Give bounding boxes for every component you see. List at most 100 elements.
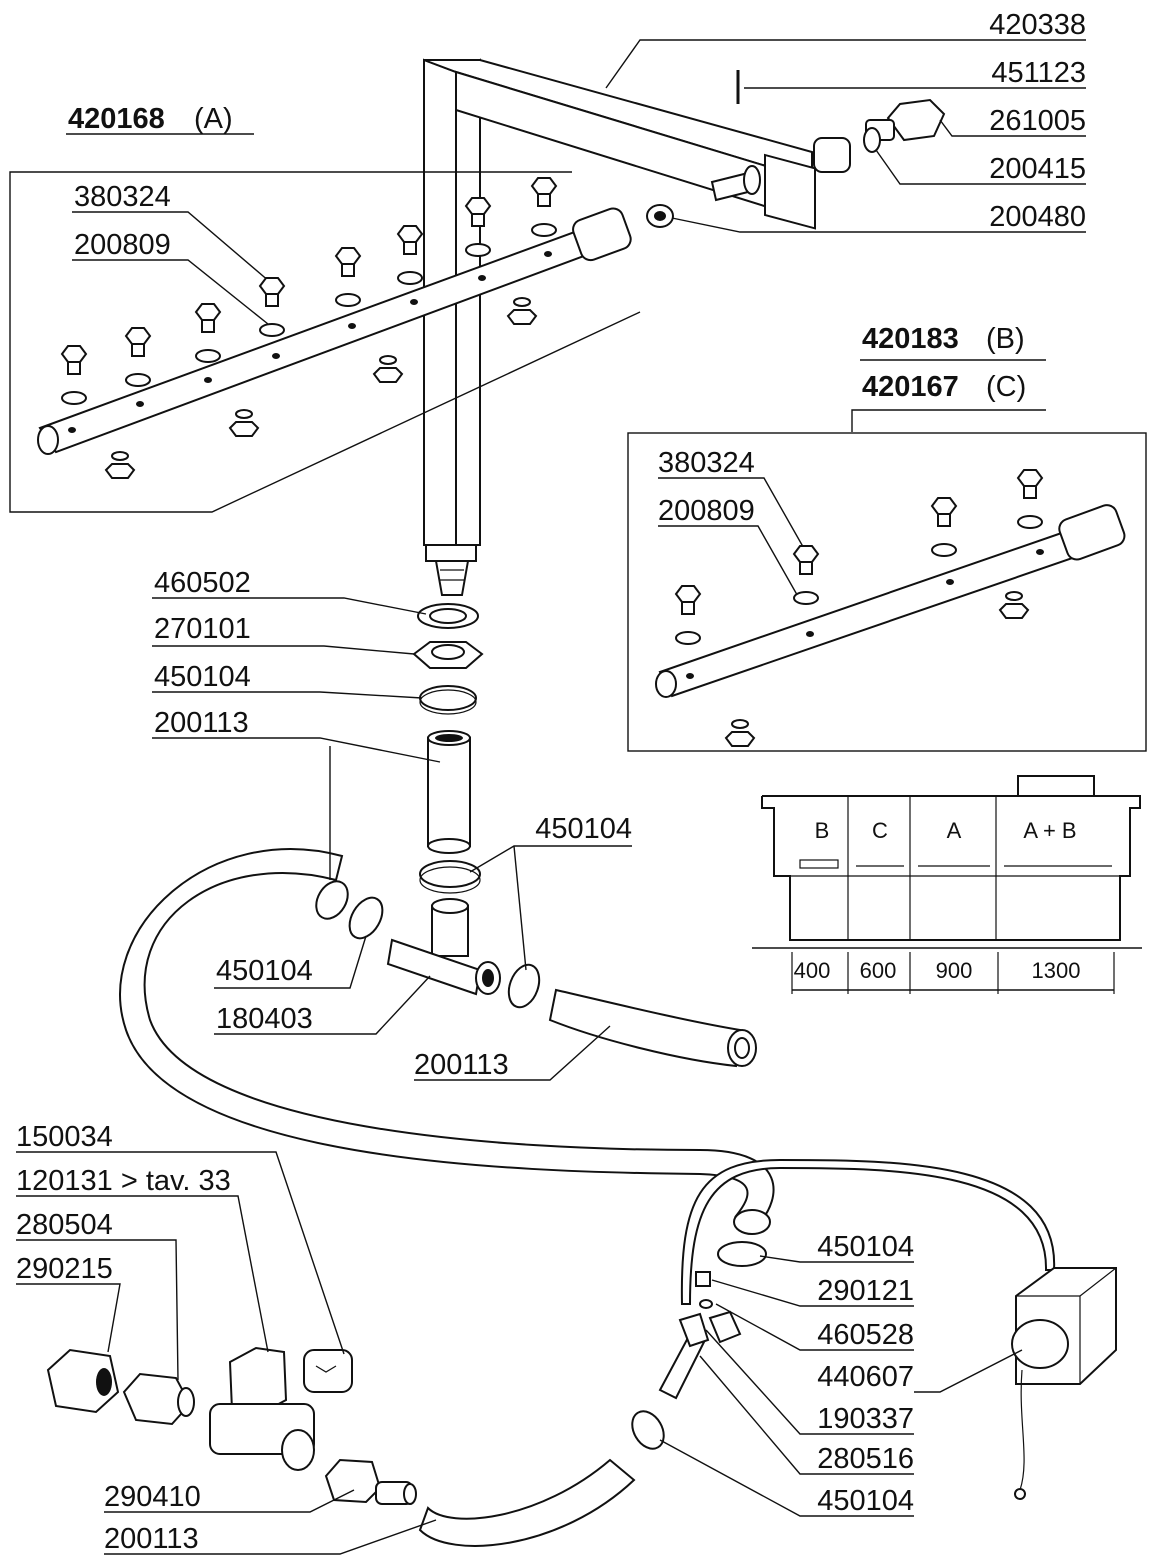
label-bc-200809: 200809 (658, 495, 755, 527)
label-261005: 261005 (989, 105, 1086, 137)
label-200113-a: 200113 (154, 707, 249, 739)
machine-section-c: C (872, 818, 888, 843)
label-group-b-code: 420183 (862, 323, 959, 355)
bolt-380324 (194, 303, 222, 321)
bolt-380324-shank (341, 263, 355, 277)
oring-200809 (259, 323, 285, 337)
label-280516: 280516 (817, 1443, 914, 1475)
nozzle-oring (1005, 591, 1023, 601)
label-150034: 150034 (16, 1121, 113, 1153)
clamp-450104-tee-right (507, 963, 541, 1009)
dimension-600: 600 (860, 958, 897, 983)
label-450104-b: 450104 (535, 813, 632, 845)
spray-hole (68, 427, 76, 433)
nut-270101 (412, 641, 484, 669)
clamp-450104-tee-left (348, 896, 384, 940)
spray-hole (410, 299, 418, 305)
spray-hole (806, 631, 814, 637)
nozzle-oring (111, 451, 129, 461)
label-460502: 460502 (154, 567, 251, 599)
coil-150034 (303, 1349, 353, 1393)
bolt-380324-shank (799, 561, 813, 575)
oring-200809 (1017, 515, 1043, 529)
oring-200809 (335, 293, 361, 307)
spray-bar-a (37, 207, 632, 455)
spray-hole (204, 377, 212, 383)
bolt-380324 (1016, 469, 1044, 487)
label-group-b-suffix: (B) (986, 323, 1025, 355)
bolt-380324-shank (403, 241, 417, 255)
spray-hole (136, 401, 144, 407)
nozzle (998, 603, 1030, 619)
label-180403: 180403 (216, 1003, 313, 1035)
machine-section-b: B (815, 818, 830, 843)
oring-200809 (793, 591, 819, 605)
washer-460528 (699, 1299, 713, 1309)
oring-200809 (397, 271, 423, 285)
bolt-380324-shank (1023, 485, 1037, 499)
hose-200113-vertical (427, 730, 471, 854)
bolt-380324 (258, 277, 286, 295)
bolt-380324 (396, 225, 424, 243)
bolt-380324-shank (537, 193, 551, 207)
bolt-380324 (124, 327, 152, 345)
label-290410: 290410 (104, 1481, 201, 1513)
label-280504: 280504 (16, 1209, 113, 1241)
label-450104-c: 450104 (216, 955, 313, 987)
spray-hole (272, 353, 280, 359)
label-290121: 290121 (817, 1275, 914, 1307)
dimension-1300: 1300 (1032, 958, 1081, 983)
group-a-outline (9, 171, 641, 513)
label-200415: 200415 (989, 153, 1086, 185)
nozzle-oring (731, 719, 749, 729)
supply-pipe-420338 (423, 58, 851, 596)
spray-hole (478, 275, 486, 281)
tee-180403 (386, 898, 501, 996)
nozzle (228, 421, 260, 437)
hose-200113-bottom (418, 1458, 636, 1547)
label-190337: 190337 (817, 1403, 914, 1435)
label-group-c-suffix: (C) (986, 371, 1026, 403)
oring-200809 (125, 373, 151, 387)
machine-section-ab: A + B (1023, 818, 1076, 843)
fitting-290215 (46, 1348, 120, 1414)
dimension-400: 400 (794, 958, 831, 983)
oring-200809 (931, 543, 957, 557)
label-451123: 451123 (991, 57, 1086, 89)
spray-hole (544, 251, 552, 257)
label-200113-c: 200113 (104, 1523, 199, 1555)
label-450104-e: 450104 (817, 1485, 914, 1517)
label-450104-a: 450104 (154, 661, 251, 693)
solenoid-valve-120131 (209, 1346, 315, 1471)
bolt-380324-shank (131, 343, 145, 357)
machine-section-a: A (947, 818, 962, 843)
label-460528: 460528 (817, 1319, 914, 1351)
bolt-380324-shank (937, 513, 951, 527)
oring-200809 (195, 349, 221, 363)
bolt-380324-shank (681, 601, 695, 615)
gasket-460502 (417, 603, 479, 629)
bolt-380324-shank (265, 293, 279, 307)
label-270101: 270101 (154, 613, 251, 645)
bolt-380324-shank (67, 361, 81, 375)
nozzle-oring (513, 297, 531, 307)
hose-tail-290410 (324, 1458, 417, 1505)
label-bc-380324: 380324 (658, 447, 755, 479)
spray-hole (946, 579, 954, 585)
clamp-450104-mid (419, 860, 481, 894)
bolt-380324 (334, 247, 362, 265)
nozzle-oring (379, 355, 397, 365)
label-200113-b: 200113 (414, 1049, 509, 1081)
oring-200809 (675, 631, 701, 645)
bolt-380324 (60, 345, 88, 363)
label-290215: 290215 (16, 1253, 113, 1285)
plug-290121 (695, 1271, 711, 1287)
bolt-380324 (674, 585, 702, 603)
spray-hole (1036, 549, 1044, 555)
pump-440607 (1011, 1267, 1117, 1500)
spray-hole (686, 673, 694, 679)
bolt-380324 (530, 177, 558, 195)
label-120131: 120131 > tav. 33 (16, 1165, 231, 1197)
label-440607: 440607 (817, 1361, 914, 1393)
